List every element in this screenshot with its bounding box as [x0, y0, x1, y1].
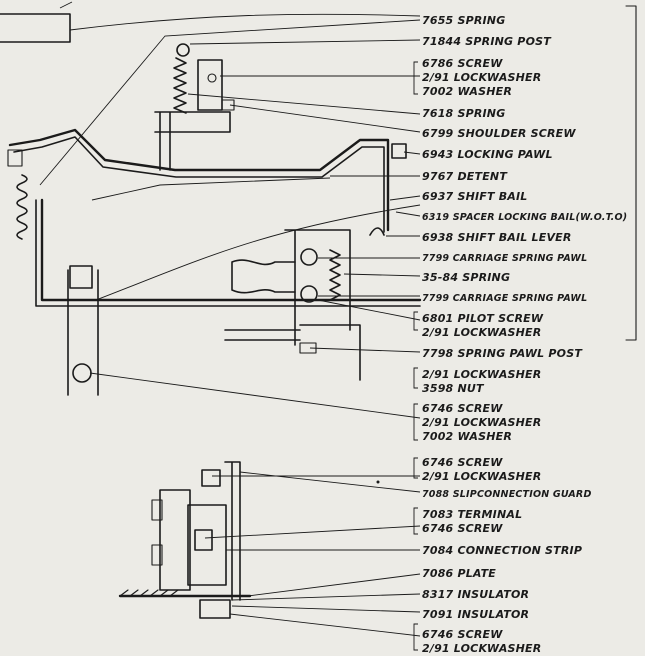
callout-label: 7618 SPRING [422, 107, 505, 120]
carriage-pawl-lever [231, 259, 296, 294]
callout-braces [413, 61, 418, 651]
right-bracket [625, 5, 637, 341]
shift-bail-frame [8, 128, 390, 232]
callout-label: 6937 SHIFT BAIL [422, 190, 528, 203]
connection-strip-assembly [118, 461, 380, 619]
callout-label: 3598 NUT [422, 382, 485, 395]
connection-strip-body [159, 489, 191, 591]
terminal [194, 529, 213, 551]
callout-label: 2/91 LOCKWASHER [422, 642, 541, 655]
truncated-box [0, 13, 71, 43]
callout-labels: 7655 SPRING 71844 SPRING POST 6786 SCREW… [422, 14, 627, 655]
callout-label: 2/91 LOCKWASHER [422, 416, 541, 429]
insulator [199, 599, 231, 619]
callout-label: 6943 LOCKING PAWL [422, 148, 553, 161]
screw-head [207, 73, 217, 83]
left-post-block [69, 265, 93, 289]
callout-label: 7084 CONNECTION STRIP [422, 544, 582, 557]
callout-label: 6746 SCREW [422, 628, 503, 641]
callout-label: 9767 DETENT [422, 170, 508, 183]
locking-pawl-block [391, 143, 407, 159]
7618-spring-coil [173, 57, 187, 114]
shift-mechanism-assembly [0, 1, 637, 396]
callout-label: 6746 SCREW [422, 456, 503, 469]
callout-label: 2/91 LOCKWASHER [422, 326, 541, 339]
callout-label: 7798 SPRING PAWL POST [422, 347, 583, 360]
callout-label: 71844 SPRING POST [422, 35, 552, 48]
callout-label: 7002 WASHER [422, 85, 512, 98]
callout-label: 7799 CARRIAGE SPRING PAWL [422, 293, 587, 304]
pawl-pivot-lower [300, 285, 318, 303]
callout-label: 35-84 SPRING [422, 271, 510, 284]
callout-label: 8317 INSULATOR [422, 588, 529, 601]
slip-connection-guard [224, 461, 241, 601]
callout-label: 6746 SCREW [422, 402, 503, 415]
callout-label: 7088 SLIPCONNECTION GUARD [422, 489, 592, 500]
pawl-plate [197, 59, 223, 111]
callout-label: 7091 INSULATOR [422, 608, 529, 621]
callout-label: 6938 SHIFT BAIL LEVER [422, 231, 572, 244]
callout-label: 7083 TERMINAL [422, 508, 522, 521]
pawl-pivot-upper [300, 248, 318, 266]
callout-label: 7086 PLATE [422, 567, 496, 580]
connection-strip [187, 504, 227, 586]
callout-label: 6746 SCREW [422, 522, 503, 535]
shift-bail-lever-hook [369, 227, 385, 236]
callout-label: 6786 SCREW [422, 57, 503, 70]
spring-post-bracket [154, 111, 231, 171]
left-clip [7, 149, 23, 167]
callout-label: 7002 WASHER [422, 430, 512, 443]
pawl-post-bracket [224, 229, 361, 381]
callout-label: 2/91 LOCKWASHER [422, 368, 541, 381]
callout-label: 7655 SPRING [422, 14, 505, 27]
3584-spring-coil [329, 249, 341, 301]
callout-label: 6799 SHOULDER SCREW [422, 127, 576, 140]
left-post-nut [72, 363, 92, 383]
guard-screw [201, 469, 221, 487]
callout-label: 2/91 LOCKWASHER [422, 470, 541, 483]
spring-post-head [176, 43, 190, 57]
callout-label: 6319 SPACER LOCKING BAIL(W.O.T.O) [422, 212, 627, 223]
shift-bail-lower-arm [40, 198, 422, 302]
plate-hatching [119, 589, 179, 597]
leader-lines [39, 19, 421, 637]
detent-spring [16, 174, 28, 240]
callout-label: 2/91 LOCKWASHER [422, 71, 541, 84]
callout-label: 6801 PILOT SCREW [422, 312, 544, 325]
callout-label: 7799 CARRIAGE SPRING PAWL [422, 253, 587, 264]
